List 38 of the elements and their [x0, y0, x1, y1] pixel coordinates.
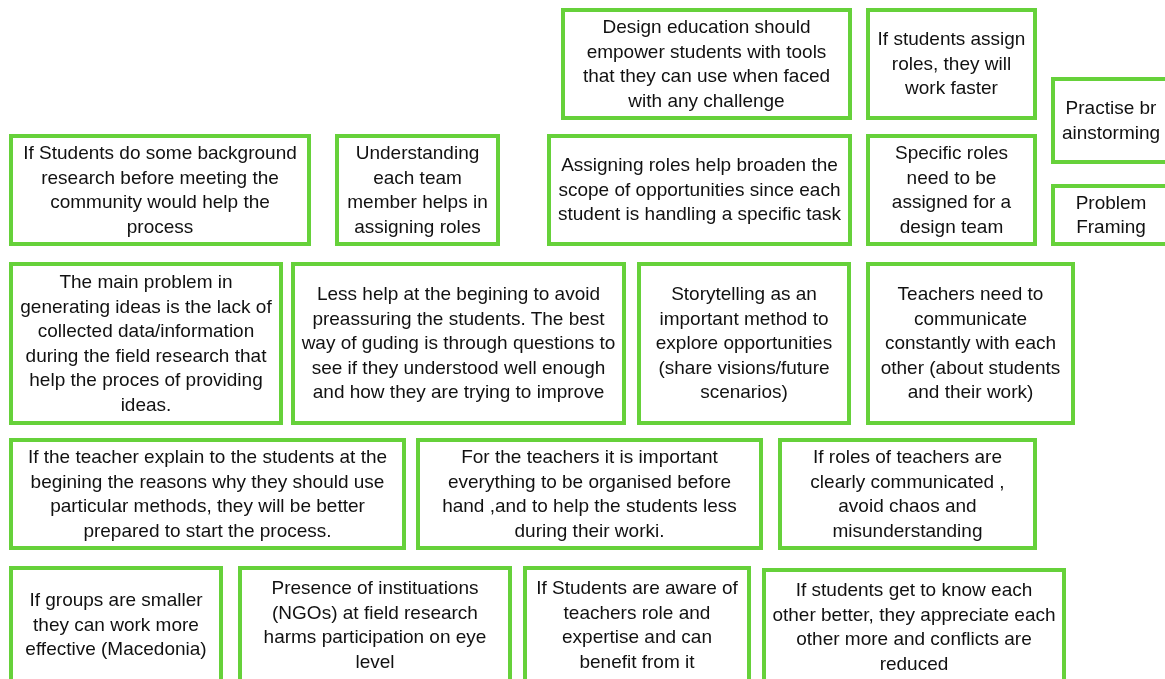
note-text: Storytelling as an important method to explore opportunities (share visions/future scenarios) — [654, 282, 834, 405]
note-text: The main problem in generating ideas is the lack of collected data/information during the field research that help the proces of providing ideas. — [19, 270, 273, 417]
note-text: Design education should empower students with tools that they can use when faced with any challenge — [581, 15, 832, 113]
note-text: If Students do some background research before meeting the community would help the process — [22, 141, 298, 239]
note-box — [335, 134, 500, 246]
note-text: If students get to know each other better, they appreciate each other more and conflicts are reduced — [772, 578, 1056, 676]
note-box — [778, 438, 1037, 550]
note-box — [547, 134, 852, 246]
note-text: If roles of teachers are clearly communicated , avoid chaos and misunderstanding — [809, 445, 1006, 543]
note-box — [9, 262, 283, 425]
note-text: For the teachers it is important everything to be organised before hand ,and to help the students less during their worki. — [441, 445, 738, 543]
note-text: Teachers need to communicate constantly with each other (about students and their work) — [879, 282, 1062, 405]
note-text: If Students are aware of teachers role and expertise and can benefit from it — [535, 576, 739, 674]
note-box — [9, 134, 311, 246]
note-text: Understanding each team member helps in assigning roles — [346, 141, 489, 239]
note-text: If the teacher explain to the students at the begining the reasons why they should use particular methods, they will be better prepared to start the process. — [26, 445, 389, 543]
note-box — [762, 568, 1066, 679]
note-text: Less help at the begining to avoid preassuring the students. The best way of guding is through questions to see if they understood well enough and how they are trying to improve — [301, 282, 616, 405]
note-box — [291, 262, 626, 425]
note-box — [866, 262, 1075, 425]
note-text: Practise brainstorming — [1061, 96, 1161, 145]
note-box — [637, 262, 851, 425]
note-box — [9, 438, 406, 550]
note-text: Problem Framing — [1074, 190, 1148, 239]
note-box — [238, 566, 512, 679]
note-box — [9, 566, 223, 679]
note-box — [416, 438, 763, 550]
note-text: Assigning roles help broaden the scope of opportunities since each student is handling a specific task — [557, 153, 842, 227]
note-text: Presence of instituations (NGOs) at field research harms participation on eye level — [262, 576, 488, 674]
note-box — [866, 134, 1037, 246]
note-box — [1051, 184, 1165, 246]
note-text: If students assign roles, they will work faster — [876, 27, 1027, 101]
note-box — [523, 566, 751, 679]
note-box — [1051, 77, 1165, 164]
note-box — [561, 8, 852, 120]
note-text: Specific roles need to be assigned for a design team — [890, 141, 1013, 239]
note-text: If groups are smaller they can work more effective (Macedonia) — [24, 588, 208, 662]
note-box — [866, 8, 1037, 120]
